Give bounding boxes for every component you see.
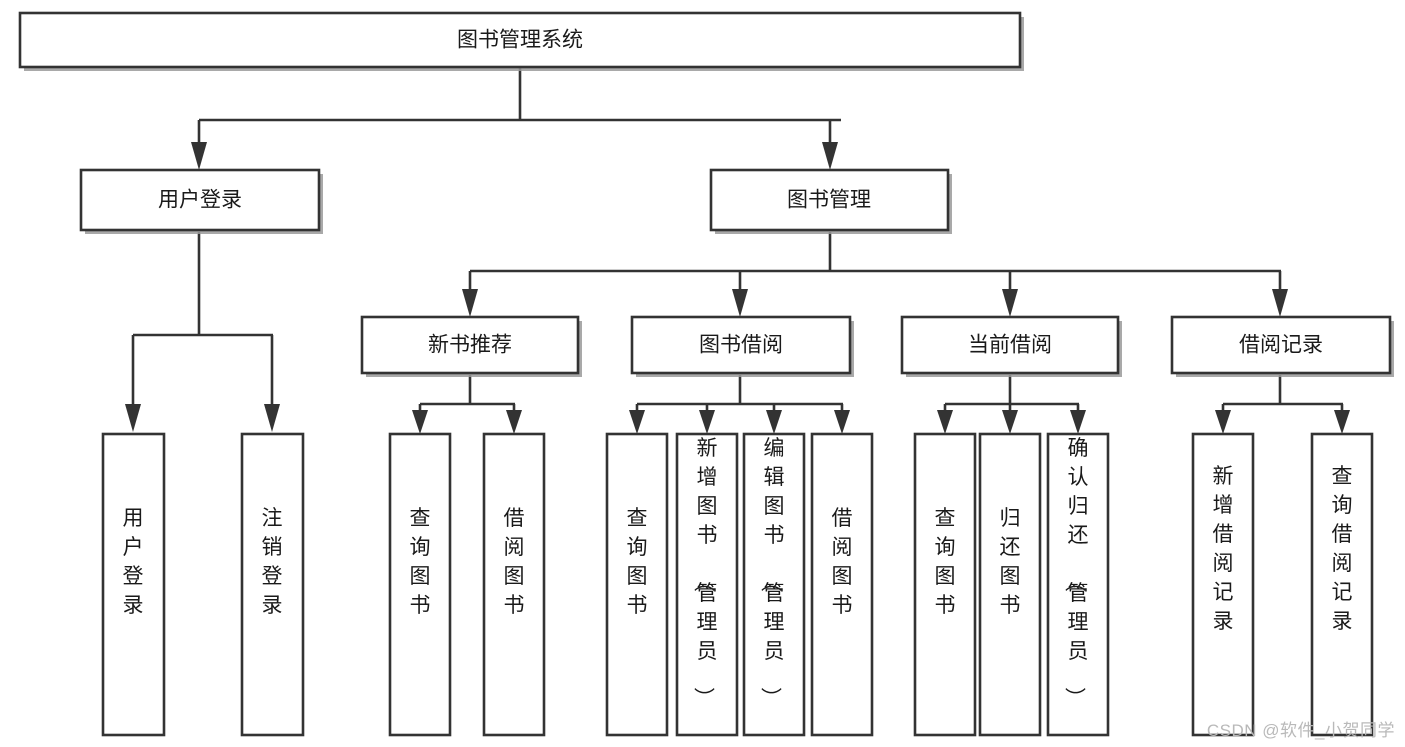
arrowhead-current-borrow (1002, 289, 1018, 317)
arrowhead-br-leaf1 (1215, 410, 1231, 434)
leaf-box (240, 432, 305, 737)
leaf-box (1046, 432, 1110, 737)
leaf-node[interactable]: 新增图书（管理员） (675, 432, 739, 737)
leaf-label-vertical: 查询借阅记录 (1332, 465, 1353, 633)
leaf-box (1310, 432, 1374, 737)
node-book-management[interactable]: 图书管理 (709, 168, 952, 234)
leaf-node[interactable]: 借阅图书 (482, 432, 546, 737)
node-current-borrow[interactable]: 当前借阅 (900, 315, 1122, 377)
user-login-label: 用户登录 (158, 189, 242, 212)
node-user-login[interactable]: 用户登录 (79, 168, 323, 234)
leaf-node[interactable]: 查询图书 (388, 432, 452, 737)
leaf-box (388, 432, 452, 737)
arrowhead-leaf-user-login (125, 404, 141, 432)
arrowhead-user-login (191, 142, 207, 170)
new-book-label: 新书推荐 (428, 334, 512, 357)
arrowhead-cb-leaf3 (1070, 410, 1086, 434)
leaf-label-vertical: 编辑图书（管理员） (759, 437, 785, 708)
book-borrow-label: 图书借阅 (699, 334, 783, 357)
leaf-box (978, 432, 1042, 737)
leaf-label-vertical: 借阅图书 (832, 507, 853, 617)
node-root[interactable]: 图书管理系统 (18, 11, 1024, 71)
leaf-node[interactable]: 新增借阅记录 (1191, 432, 1255, 737)
leaf-node[interactable]: 用户登录 (101, 432, 166, 737)
borrow-record-box (1170, 315, 1392, 375)
book-mgmt-label: 图书管理 (787, 189, 871, 212)
leaf-label-vertical: 新增图书（管理员） (692, 437, 718, 708)
user-login-box (79, 168, 321, 232)
arrowhead-nb-leaf2 (506, 410, 522, 434)
leaf-label-vertical: 新增借阅记录 (1213, 465, 1234, 633)
arrowhead-borrow-record (1272, 289, 1288, 317)
arrowhead-bb-leaf2 (699, 410, 715, 434)
arrowhead-cb-leaf1 (937, 410, 953, 434)
arrowhead-bb-leaf1 (629, 410, 645, 434)
leaf-label-vertical: 归还图书 (1000, 507, 1021, 617)
node-book-borrow[interactable]: 图书借阅 (630, 315, 854, 377)
leaf-box (742, 432, 806, 737)
arrowhead-bb-leaf3 (766, 410, 782, 434)
leaf-box (101, 432, 166, 737)
arrowhead-new-book (462, 289, 478, 317)
leaf-box (482, 432, 546, 737)
leaf-label-vertical: 查询图书 (627, 507, 648, 617)
leaf-box (1191, 432, 1255, 737)
arrowhead-book-borrow (732, 289, 748, 317)
leaf-label-vertical: 确认归还（管理员） (1063, 437, 1089, 708)
leaf-box (675, 432, 739, 737)
root-box (18, 11, 1022, 69)
leaf-node[interactable]: 编辑图书（管理员） (742, 432, 806, 737)
new-book-box (360, 315, 580, 375)
arrowhead-cb-leaf2 (1002, 410, 1018, 434)
book-mgmt-box (709, 168, 950, 232)
leaf-box (810, 432, 874, 737)
current-borrow-box (900, 315, 1120, 375)
leaf-label-vertical: 查询图书 (410, 507, 431, 617)
leaf-node[interactable]: 查询图书 (605, 432, 669, 737)
arrowhead-book-mgmt (822, 142, 838, 170)
book-borrow-box (630, 315, 852, 375)
node-new-book-recommend[interactable]: 新书推荐 (360, 315, 582, 377)
leaf-node[interactable]: 查询借阅记录 (1310, 432, 1374, 737)
leaf-node[interactable]: 查询图书 (913, 432, 977, 737)
leaf-node[interactable]: 归还图书 (978, 432, 1042, 737)
csdn-watermark: CSDN @软件_小贺同学 (1206, 721, 1395, 740)
borrow-record-label: 借阅记录 (1239, 334, 1323, 357)
arrowhead-nb-leaf1 (412, 410, 428, 434)
arrowhead-br-leaf2 (1334, 410, 1350, 434)
arrowhead-leaf-logout (264, 404, 280, 432)
root-label: 图书管理系统 (457, 29, 583, 52)
leaf-label-vertical: 注销登录 (262, 507, 283, 617)
leaf-label-vertical: 借阅图书 (504, 507, 525, 617)
leaf-label-vertical: 查询图书 (935, 507, 956, 617)
leaf-box (913, 432, 977, 737)
connector-group (125, 67, 1350, 434)
leaf-label-vertical: 用户登录 (123, 507, 144, 617)
node-borrow-record[interactable]: 借阅记录 (1170, 315, 1394, 377)
leaf-box (605, 432, 669, 737)
leaf-node[interactable]: 注销登录 (240, 432, 305, 737)
leaf-node[interactable]: 确认归还（管理员） (1046, 432, 1110, 737)
current-borrow-label: 当前借阅 (968, 334, 1052, 357)
arrowhead-bb-leaf4 (834, 410, 850, 434)
leaf-node[interactable]: 借阅图书 (810, 432, 874, 737)
